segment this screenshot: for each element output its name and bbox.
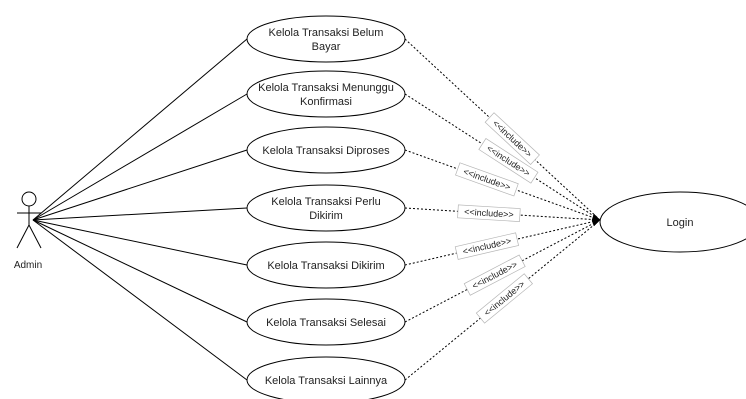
include-label-box	[457, 204, 521, 222]
use-case-label: Dikirim	[309, 210, 343, 222]
include-label-text: <<include>>	[462, 236, 513, 257]
use-case-label: Konfirmasi	[300, 96, 352, 108]
include-line	[404, 149, 601, 221]
use-case-label: Kelola Transaksi Selesai	[266, 317, 386, 329]
actor-label: Admin	[14, 260, 42, 271]
association-line	[32, 38, 248, 221]
use-case-ellipse	[246, 356, 406, 399]
include-label-box	[455, 162, 519, 197]
use-case-label: Bayar	[312, 41, 341, 53]
use-case-label: Kelola Transaksi Menunggu	[258, 82, 394, 94]
use-case-label: Login	[667, 217, 694, 229]
include-line	[404, 219, 601, 323]
use-case-dikirim[interactable]: Kelola Transaksi Dikirim	[246, 241, 406, 289]
use-case-label: Kelola Transaksi Belum	[269, 27, 384, 39]
actor-admin[interactable]: Admin	[14, 191, 42, 271]
include-label: <<include>>	[457, 204, 521, 222]
include-relationships: <<include>><<include>><<include>><<inclu…	[404, 38, 601, 381]
use-case-label: Kelola Transaksi Dikirim	[267, 260, 384, 272]
actor-right-leg	[28, 224, 42, 249]
include-label-text: <<include>>	[464, 207, 514, 220]
use-case-label: Kelola Transaksi Lainnya	[265, 375, 388, 387]
include-label: <<include>>	[454, 232, 519, 260]
include-label-box	[484, 112, 540, 165]
use-case-lainnya[interactable]: Kelola Transaksi Lainnya	[246, 356, 406, 399]
use-case-label: Kelola Transaksi Perlu	[271, 196, 380, 208]
actor-head	[21, 191, 37, 207]
include-label-box	[454, 232, 519, 260]
use-case-ellipse	[246, 241, 406, 289]
association-line	[32, 149, 248, 221]
use-case-login[interactable]: Login	[599, 191, 746, 253]
association-line	[32, 219, 248, 381]
include-label-box	[475, 273, 533, 324]
use-case-diproses[interactable]: Kelola Transaksi Diproses	[246, 126, 406, 174]
association-line	[32, 207, 248, 221]
association-lines	[32, 38, 248, 381]
use-case-ellipse	[246, 70, 406, 118]
association-line	[32, 219, 248, 323]
association-line	[32, 219, 248, 266]
association-line	[32, 93, 248, 221]
use-case-ellipse	[246, 126, 406, 174]
use-case-ellipse	[246, 298, 406, 346]
use-case-ellipse	[246, 184, 406, 232]
use-case-ellipse	[599, 191, 746, 253]
include-label-box	[478, 138, 539, 184]
use-case-label: Kelola Transaksi Diproses	[262, 145, 390, 157]
use-case-selesai[interactable]: Kelola Transaksi Selesai	[246, 298, 406, 346]
use-case-ellipse	[246, 15, 406, 63]
include-arrowhead	[591, 213, 601, 227]
include-label-box	[463, 254, 526, 296]
actor-left-leg	[16, 224, 30, 249]
